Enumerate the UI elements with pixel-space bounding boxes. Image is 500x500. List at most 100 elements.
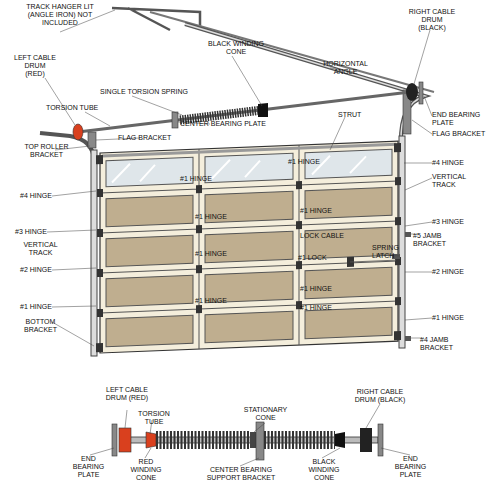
part-label: #1 HINGE bbox=[432, 314, 472, 322]
part-label: FLAG BRACKET bbox=[118, 134, 178, 142]
part-label: #1 HINGE bbox=[195, 213, 235, 221]
stationary-cone-detail bbox=[250, 432, 256, 448]
door-panel bbox=[106, 315, 193, 346]
leader-lines bbox=[90, 404, 410, 466]
bottom-bracket bbox=[394, 331, 401, 340]
top-roller-bracket bbox=[394, 143, 401, 152]
hinge bbox=[395, 217, 401, 225]
part-label: TOP ROLLER BRACKET bbox=[24, 143, 69, 159]
part-label: FLAG BRACKET bbox=[432, 130, 492, 138]
hinge bbox=[395, 177, 401, 185]
leader-lines bbox=[47, 146, 432, 346]
hinges bbox=[96, 143, 401, 352]
right-cable-drum-detail bbox=[360, 428, 372, 452]
part-label: #2 HINGE bbox=[20, 266, 60, 274]
part-label: RIGHT CABLE DRUM (BLACK) bbox=[408, 8, 456, 32]
part-label: #1 HINGE bbox=[180, 175, 220, 183]
center-bearing-plate bbox=[172, 112, 178, 128]
black-winding-cone-detail bbox=[335, 432, 345, 448]
door-panel bbox=[305, 187, 392, 218]
hinge bbox=[196, 225, 202, 233]
hinge bbox=[97, 229, 103, 237]
jamb-bracket bbox=[405, 336, 411, 341]
jamb-bracket bbox=[405, 232, 411, 237]
part-label: STATIONARY CONE bbox=[238, 406, 293, 422]
hinge bbox=[196, 305, 202, 313]
part-label: #4 HINGE bbox=[20, 192, 60, 200]
door-panel bbox=[305, 307, 392, 338]
right-cable-drum bbox=[406, 83, 418, 101]
part-label: #4 HINGE bbox=[432, 159, 472, 167]
window bbox=[205, 153, 293, 183]
leader-lines bbox=[45, 10, 432, 150]
part-label: #4 JAMB BRACKET bbox=[420, 336, 470, 352]
part-label: LOCK CABLE bbox=[300, 232, 350, 240]
part-label: #2 HINGE bbox=[432, 268, 472, 276]
black-winding-cone bbox=[258, 103, 268, 117]
part-label: END BEARING PLATE bbox=[388, 455, 433, 479]
track-hanger bbox=[112, 8, 200, 30]
part-label: TORSION TUBE bbox=[134, 410, 174, 426]
left-cable-drum bbox=[73, 124, 83, 140]
spring-detail bbox=[264, 431, 335, 449]
part-label: CENTER BEARING SUPPORT BRACKET bbox=[205, 466, 277, 482]
left-cable-drum-detail bbox=[119, 428, 131, 452]
part-label: #1 HINGE bbox=[195, 297, 235, 305]
section-lines bbox=[100, 141, 398, 353]
part-label: #1 HINGE bbox=[195, 250, 235, 258]
hinge bbox=[97, 309, 103, 317]
part-label: #1 HINGE bbox=[300, 207, 340, 215]
part-label: #3 HINGE bbox=[15, 228, 55, 236]
vertical-track bbox=[399, 136, 405, 348]
part-label: TRACK HANGER LIT (ANGLE IRON) NOT INCLUD… bbox=[20, 3, 100, 27]
hinge bbox=[196, 265, 202, 273]
end-bearing-plate bbox=[419, 82, 423, 104]
part-label: #3 HINGE bbox=[432, 218, 472, 226]
part-label: #1 HINGE bbox=[300, 304, 340, 312]
hinge bbox=[97, 189, 103, 197]
part-label: END BEARING PLATE bbox=[432, 111, 487, 127]
bottom-bracket bbox=[96, 343, 103, 352]
window-glare bbox=[112, 154, 366, 182]
torsion-spring bbox=[180, 110, 262, 120]
part-label: VERTICAL TRACK bbox=[18, 241, 63, 257]
part-label: #5 JAMB BRACKET bbox=[413, 232, 463, 248]
center-bracket-detail bbox=[256, 422, 264, 460]
hinge bbox=[196, 185, 202, 193]
part-label: CENTER BEARING PLATE bbox=[180, 120, 280, 128]
hinge bbox=[296, 261, 302, 269]
hinge bbox=[395, 297, 401, 305]
part-label: #1 HINGE bbox=[300, 285, 340, 293]
part-label: BOTTOM BRACKET bbox=[18, 318, 63, 334]
part-label: END BEARING PLATE bbox=[66, 455, 111, 479]
part-label: #1 LOCK bbox=[298, 254, 338, 262]
hinge bbox=[296, 181, 302, 189]
door-panel bbox=[205, 231, 293, 263]
part-label: HORIZONTAL ANGLE bbox=[318, 60, 373, 76]
part-label: LEFT CABLE DRUM (RED) bbox=[14, 54, 56, 78]
part-label: RED WINDING CONE bbox=[124, 458, 168, 482]
red-winding-cone-detail bbox=[146, 432, 156, 448]
part-label: #1 HINGE bbox=[288, 158, 328, 166]
end-bearing-plate-detail bbox=[378, 424, 383, 456]
flag-bracket bbox=[88, 132, 96, 148]
door-panel bbox=[106, 235, 193, 266]
part-label: BLACK WINDING CONE bbox=[300, 458, 348, 482]
part-label: LEFT CABLE DRUM (RED) bbox=[104, 386, 150, 402]
part-label: SINGLE TORSION SPRING bbox=[100, 88, 210, 96]
garage-door bbox=[96, 141, 401, 353]
door-panel bbox=[305, 267, 392, 298]
part-label: #1 HINGE bbox=[20, 303, 60, 311]
lock-cable bbox=[350, 260, 396, 262]
spring-detail bbox=[156, 431, 250, 449]
vertical-track bbox=[91, 150, 97, 356]
horizontal-angle bbox=[150, 12, 434, 92]
part-label: VERTICAL TRACK bbox=[432, 173, 480, 189]
hinge bbox=[97, 269, 103, 277]
torsion-tube bbox=[78, 92, 410, 132]
part-label: RIGHT CABLE DRUM (BLACK) bbox=[350, 388, 410, 404]
hinge bbox=[296, 221, 302, 229]
door-panel bbox=[106, 195, 193, 226]
part-label: SPRING LATCH bbox=[372, 244, 402, 260]
